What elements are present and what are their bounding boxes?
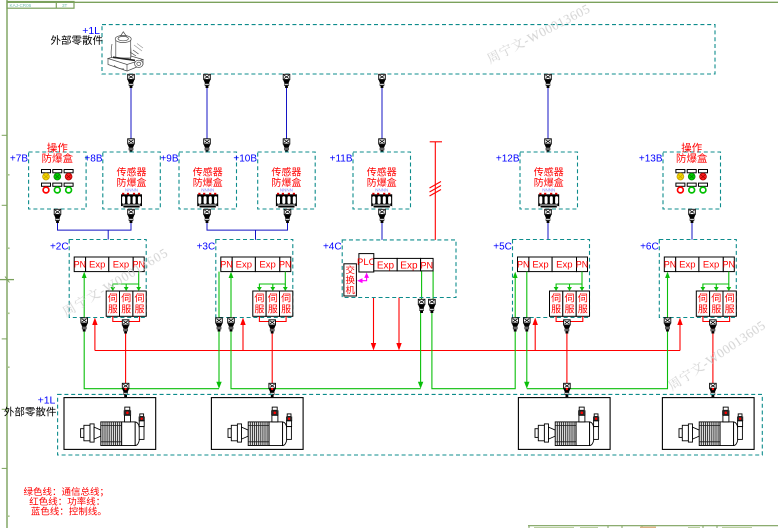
svg-text:+8B: +8B — [84, 154, 102, 165]
svg-text:+9B: +9B — [160, 154, 178, 165]
svg-text:3T: 3T — [62, 3, 68, 8]
svg-text:+10B: +10B — [233, 154, 257, 165]
svg-text:PLC: PLC — [357, 257, 376, 268]
svg-text:PN: PN — [421, 260, 434, 270]
svg-text:+11B: +11B — [330, 154, 353, 165]
svg-text:+4C: +4C — [323, 242, 342, 253]
svg-text:Exp: Exp — [377, 260, 395, 271]
svg-text:+12B: +12B — [496, 154, 520, 165]
svg-text:+13B: +13B — [639, 154, 663, 165]
svg-text:+6C: +6C — [640, 242, 659, 253]
svg-text:+5C: +5C — [493, 242, 512, 253]
svg-text:KAJ-CR06: KAJ-CR06 — [10, 3, 32, 8]
svg-text:Exp: Exp — [400, 260, 418, 271]
svg-text:+3C: +3C — [197, 242, 216, 253]
svg-text:+1L: +1L — [82, 25, 100, 37]
svg-text:+1L: +1L — [38, 395, 56, 407]
svg-text:+2C: +2C — [50, 242, 69, 253]
svg-text:+7B: +7B — [10, 154, 28, 165]
